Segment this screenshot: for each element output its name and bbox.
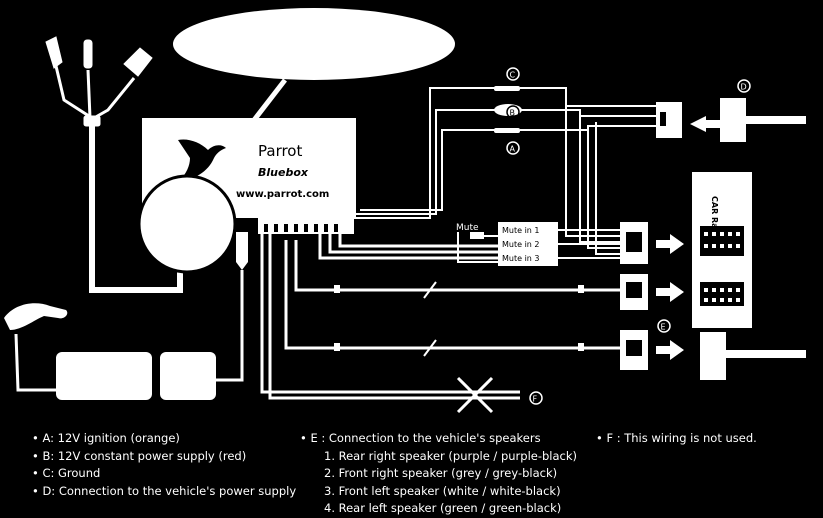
radio-harness-slot (626, 232, 642, 252)
speaker-wires (260, 234, 620, 400)
connector-f: F (533, 395, 538, 404)
mute-in-block (498, 222, 558, 266)
car-radio-slot-top (700, 226, 744, 256)
wire-slash-marks (423, 281, 437, 357)
connector-pins (264, 224, 338, 232)
connector-a: A (510, 145, 516, 154)
vehicle-cable-d (746, 116, 806, 124)
arrow-speaker-bottom-icon (656, 340, 684, 360)
mute-in-1: Mute in 1 (502, 226, 540, 235)
connector-c: C (510, 71, 516, 80)
vehicle-cable-e (726, 350, 806, 358)
legend-e-3: 3. Front left speaker (white / white-bla… (324, 483, 561, 498)
legend-e-2: 2. Front right speaker (grey / grey-blac… (324, 466, 558, 480)
block-right (160, 352, 216, 400)
speaker-connector-top-slot (626, 282, 642, 298)
legend-f: • F : This wiring is not used. (596, 431, 757, 445)
vehicle-plug-d (720, 98, 746, 142)
legend-d: • D: Connection to the vehicle's power s… (32, 483, 297, 498)
connector-d-slot (660, 112, 666, 126)
connector-b: B (510, 109, 516, 118)
arrow-d-icon (690, 116, 720, 132)
legend-right: • F : This wiring is not used. (596, 430, 757, 448)
speaker-circle (137, 174, 237, 274)
brand-label: Parrot (258, 142, 302, 160)
legend-e-heading: • E : Connection to the vehicle's speake… (300, 431, 541, 445)
connector-d: D (741, 83, 747, 92)
wiring-diagram: Parrot Bluebox www.parrot.com (4, 8, 806, 414)
mute-in-3: Mute in 3 (502, 254, 540, 263)
oval-placeholder (173, 8, 455, 80)
connector-d-housing (656, 102, 682, 138)
unused-wire-cross (456, 376, 494, 414)
parrot-logo-icon (178, 139, 226, 180)
speaker-connector-bottom-slot (626, 340, 642, 356)
arrow-speaker-top-icon (656, 282, 684, 302)
mute-in-2: Mute in 2 (502, 240, 540, 249)
legend-left: • A: 12V ignition (orange) • B: 12V cons… (32, 430, 296, 500)
connector-e: E (661, 323, 666, 332)
wire-markers (334, 285, 584, 351)
legend-b: • B: 12V constant power supply (red) (32, 448, 247, 463)
car-radio-slot-bottom (700, 282, 744, 306)
car-radio-pins (704, 232, 740, 302)
arrow-radio-icon (656, 234, 684, 254)
url-label: www.parrot.com (236, 189, 329, 200)
block-left (56, 352, 152, 400)
vehicle-plug-e (700, 332, 726, 380)
box-side-plug (236, 232, 248, 270)
legend-e-1: 1. Rear right speaker (purple / purple-b… (324, 448, 578, 463)
wire-side-plug (210, 270, 244, 382)
mute-in-wires (558, 229, 622, 259)
legend-c: • C: Ground (32, 466, 101, 480)
connector-circles (506, 67, 751, 405)
model-label: Bluebox (258, 166, 309, 179)
car-radio-label: CAR Radio (710, 196, 719, 243)
mute-plug (470, 232, 484, 239)
remote-control (4, 303, 68, 392)
legend-middle: • E : Connection to the vehicle's speake… (300, 430, 577, 518)
plugs-top-left (45, 36, 153, 127)
mute-label: Mute (456, 223, 479, 233)
power-wires (352, 87, 656, 255)
legend-e-4: 4. Rear left speaker (green / green-blac… (324, 501, 562, 515)
legend-a: • A: 12V ignition (orange) (32, 431, 180, 445)
